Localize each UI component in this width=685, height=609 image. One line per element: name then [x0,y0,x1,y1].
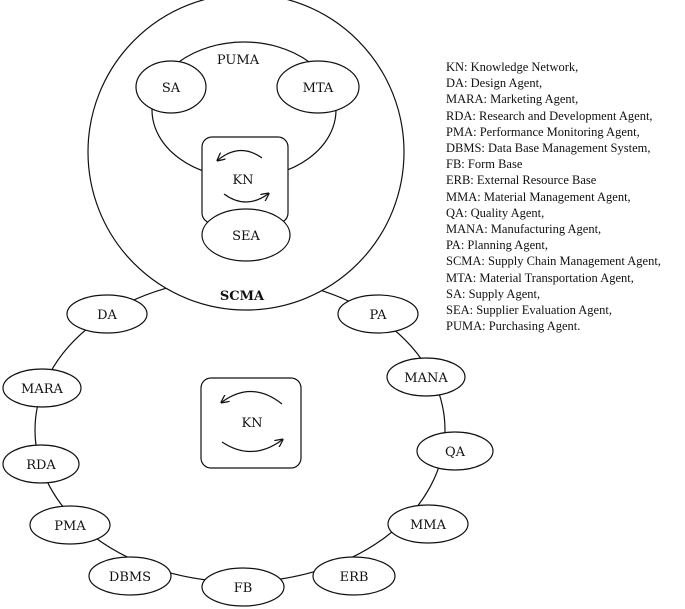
puma-knowledge-network: KN [201,136,289,224]
scma-kn-label: KN [241,416,262,431]
node-da-label: DA [97,308,117,323]
scma-label: SCMA [220,289,265,304]
legend-entry: DA: Design Agent, [446,76,543,91]
legend-entry: DBMS: Data Base Management System, [446,141,651,156]
node-rda-label: RDA [26,458,56,473]
node-pma: PMA [29,505,111,545]
node-fb: FB [201,567,285,607]
node-sea-label: SEA [232,229,260,244]
node-da: DA [66,294,148,334]
legend: KN: Knowledge Network,DA: Design Agent,M… [446,59,661,334]
puma-label: PUMA [217,53,260,68]
legend-entry: PA: Planning Agent, [446,238,548,253]
node-mma-label: MMA [410,518,447,533]
node-sa: SA [135,60,207,114]
node-qa: QA [416,431,494,471]
puma-kn-label: KN [232,173,253,188]
node-mana: MANA [386,357,466,397]
legend-entry: PUMA: Purchasing Agent. [446,319,581,334]
legend-entry: SCMA: Supply Chain Management Agent, [446,254,661,269]
node-mana-label: MANA [404,371,448,386]
node-sea: SEA [201,208,291,262]
node-rda: RDA [2,444,80,484]
legend-entry: KN: Knowledge Network, [446,60,579,74]
legend-entry: SA: Supply Agent, [446,286,541,301]
legend-entry: RDA: Research and Development Agent, [446,108,653,123]
legend-entry: SEA: Supplier Evaluation Agent, [446,303,612,318]
node-pa: PA [337,294,419,334]
scma-knowledge-network: KN [200,377,302,469]
legend-entry: MARA: Marketing Agent, [446,92,579,107]
cycle-arrow-bottom-icon [221,440,282,453]
legend-entry: MANA: Manufacturing Agent, [446,222,602,237]
cycle-arrow-top-icon [222,390,283,405]
node-sa-label: SA [162,81,181,96]
node-mta-label: MTA [303,81,334,96]
node-fb-label: FB [234,581,253,596]
legend-entry: QA: Quality Agent, [446,205,545,220]
node-dbms: DBMS [88,556,172,596]
legend-entry: ERB: External Resource Base [446,173,597,188]
node-qa-label: QA [445,445,466,460]
node-dbms-label: DBMS [109,570,151,585]
legend-entry: PMA: Performance Monitoring Agent, [446,124,640,139]
legend-entry: MMA: Material Management Agent, [446,189,631,204]
legend-entry: MTA: Material Transportation Agent, [446,270,634,285]
node-mara: MARA [2,368,82,408]
cycle-arrow-bottom-icon [223,194,268,203]
node-mma: MMA [387,504,469,544]
node-erb: ERB [312,556,396,596]
cycle-arrow-top-icon [218,149,263,160]
legend-entry: FB: Form Base [446,157,523,172]
node-mta: MTA [276,60,360,114]
node-mara-label: MARA [21,382,63,397]
node-erb-label: ERB [340,570,369,585]
node-pma-label: PMA [54,519,86,534]
node-pa-label: PA [370,308,388,323]
